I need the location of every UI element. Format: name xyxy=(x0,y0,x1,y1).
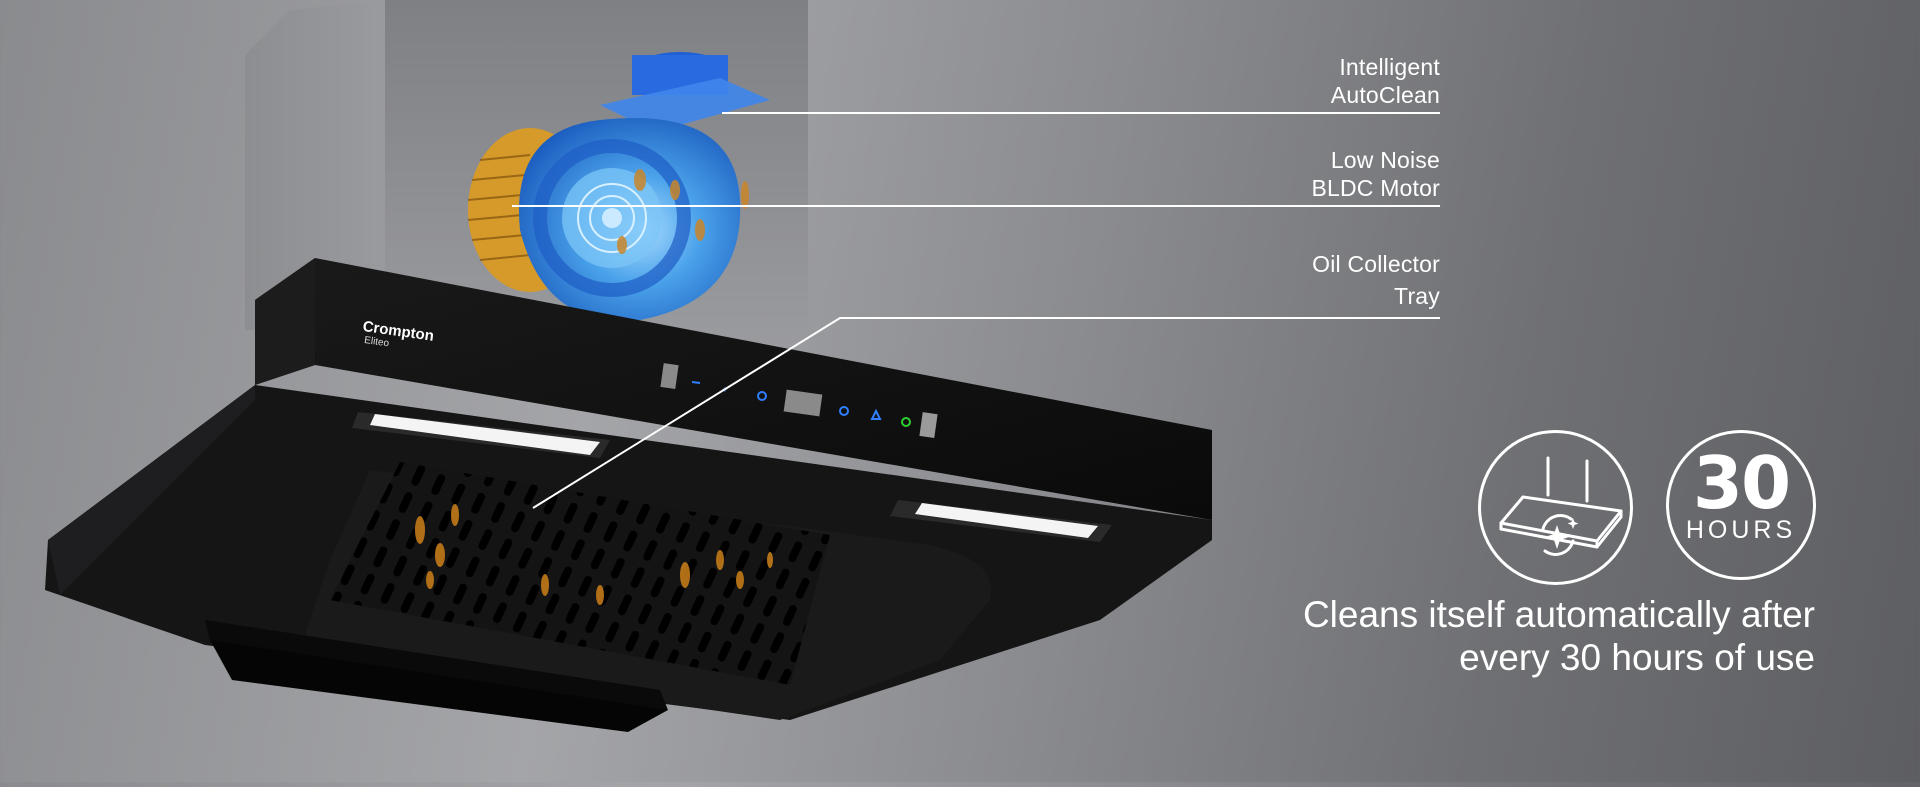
hood-autoclean-icon xyxy=(1478,430,1633,585)
callout-autoclean-line2: AutoClean xyxy=(1330,82,1440,108)
tagline-line1: Cleans itself automatically after xyxy=(1302,594,1815,635)
home-icon xyxy=(757,391,767,401)
callout-line-tray xyxy=(532,317,1440,509)
tagline-line2: every 30 hours of use xyxy=(1459,637,1815,678)
gear-icon xyxy=(839,406,849,416)
display-window xyxy=(783,389,823,417)
autoclean-hood-icon xyxy=(1499,456,1623,556)
led-light-left xyxy=(352,412,610,458)
callout-motor-line1: Low Noise xyxy=(1330,147,1440,173)
callout-tray-line2: Tray xyxy=(1394,283,1440,309)
autoclean-tagline: Cleans itself automatically after every … xyxy=(1303,593,1815,679)
hood-front-panel xyxy=(255,258,1212,520)
oil-collector-tray xyxy=(210,640,668,732)
callout-motor: Low Noise BLDC Motor xyxy=(1311,146,1440,202)
callout-motor-line2: BLDC Motor xyxy=(1311,175,1440,201)
control-panel: + xyxy=(660,363,938,438)
callout-oil-tray: Oil Collector Tray xyxy=(1312,248,1440,312)
power-icon xyxy=(901,417,911,427)
callout-autoclean: Intelligent AutoClean xyxy=(1331,53,1440,109)
minus-icon xyxy=(691,381,701,384)
callout-tray-line1: Oil Collector xyxy=(1312,251,1440,277)
callout-autoclean-line1: Intelligent xyxy=(1339,54,1440,80)
hours-number: 30 xyxy=(1692,441,1791,525)
triangle-icon xyxy=(870,408,882,420)
chimney-side xyxy=(245,0,390,330)
thirty-hours-badge: 30 HOURS xyxy=(1666,430,1816,580)
led-light-right xyxy=(890,500,1112,542)
hours-unit: HOURS xyxy=(1685,516,1797,544)
bldc-motor-graphic xyxy=(467,52,770,321)
plus-icon: + xyxy=(722,385,728,396)
oil-droplets xyxy=(415,504,773,605)
